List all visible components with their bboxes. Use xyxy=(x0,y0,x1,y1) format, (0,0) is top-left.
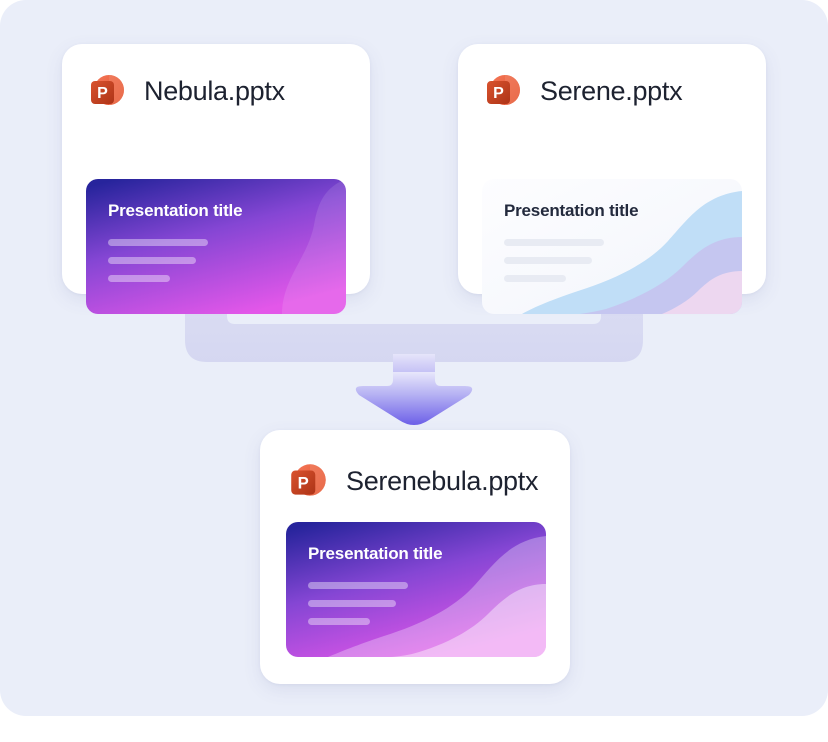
powerpoint-icon: P xyxy=(291,464,326,496)
file-card-serene[interactable]: P Serene.pptx Presentation xyxy=(458,44,766,314)
card-header: P Nebula.pptx xyxy=(86,69,285,113)
slide-body-placeholder-lines xyxy=(108,239,208,282)
svg-text:P: P xyxy=(97,85,108,102)
slide-body-placeholder-lines xyxy=(308,582,408,625)
placeholder-line xyxy=(108,239,208,246)
slide-thumbnail-nebula[interactable]: Presentation title xyxy=(86,179,346,314)
powerpoint-icon: P xyxy=(487,75,520,105)
file-card-serenebula[interactable]: P Serenebula.pptx Presentation t xyxy=(260,430,570,684)
svg-text:P: P xyxy=(493,85,504,102)
file-name-label: Serene.pptx xyxy=(540,75,683,106)
slide-title-text: Presentation title xyxy=(308,544,443,563)
powerpoint-icon: P xyxy=(91,75,124,105)
svg-text:P: P xyxy=(298,473,309,492)
slide-title-text: Presentation title xyxy=(108,201,243,220)
slide-background-art xyxy=(286,522,546,657)
placeholder-line xyxy=(504,257,592,264)
file-name-label: Nebula.pptx xyxy=(144,75,285,106)
placeholder-line xyxy=(504,275,566,282)
slide-body-placeholder-lines xyxy=(504,239,604,282)
slide-thumbnail-serene[interactable]: Presentation title xyxy=(482,179,742,314)
placeholder-line xyxy=(504,239,604,246)
card-header: P Serene.pptx xyxy=(482,69,683,113)
placeholder-line xyxy=(308,618,370,625)
slide-thumbnail-serenebula[interactable]: Presentation title xyxy=(286,522,546,657)
placeholder-line xyxy=(308,600,396,607)
placeholder-line xyxy=(108,275,170,282)
card-header: P Serenebula.pptx xyxy=(286,458,538,504)
placeholder-line xyxy=(308,582,408,589)
slide-title-text: Presentation title xyxy=(504,201,639,220)
placeholder-line xyxy=(108,257,196,264)
file-card-nebula[interactable]: P Nebula.pptx Presentation title xyxy=(62,44,370,314)
file-name-label: Serenebula.pptx xyxy=(346,465,539,496)
